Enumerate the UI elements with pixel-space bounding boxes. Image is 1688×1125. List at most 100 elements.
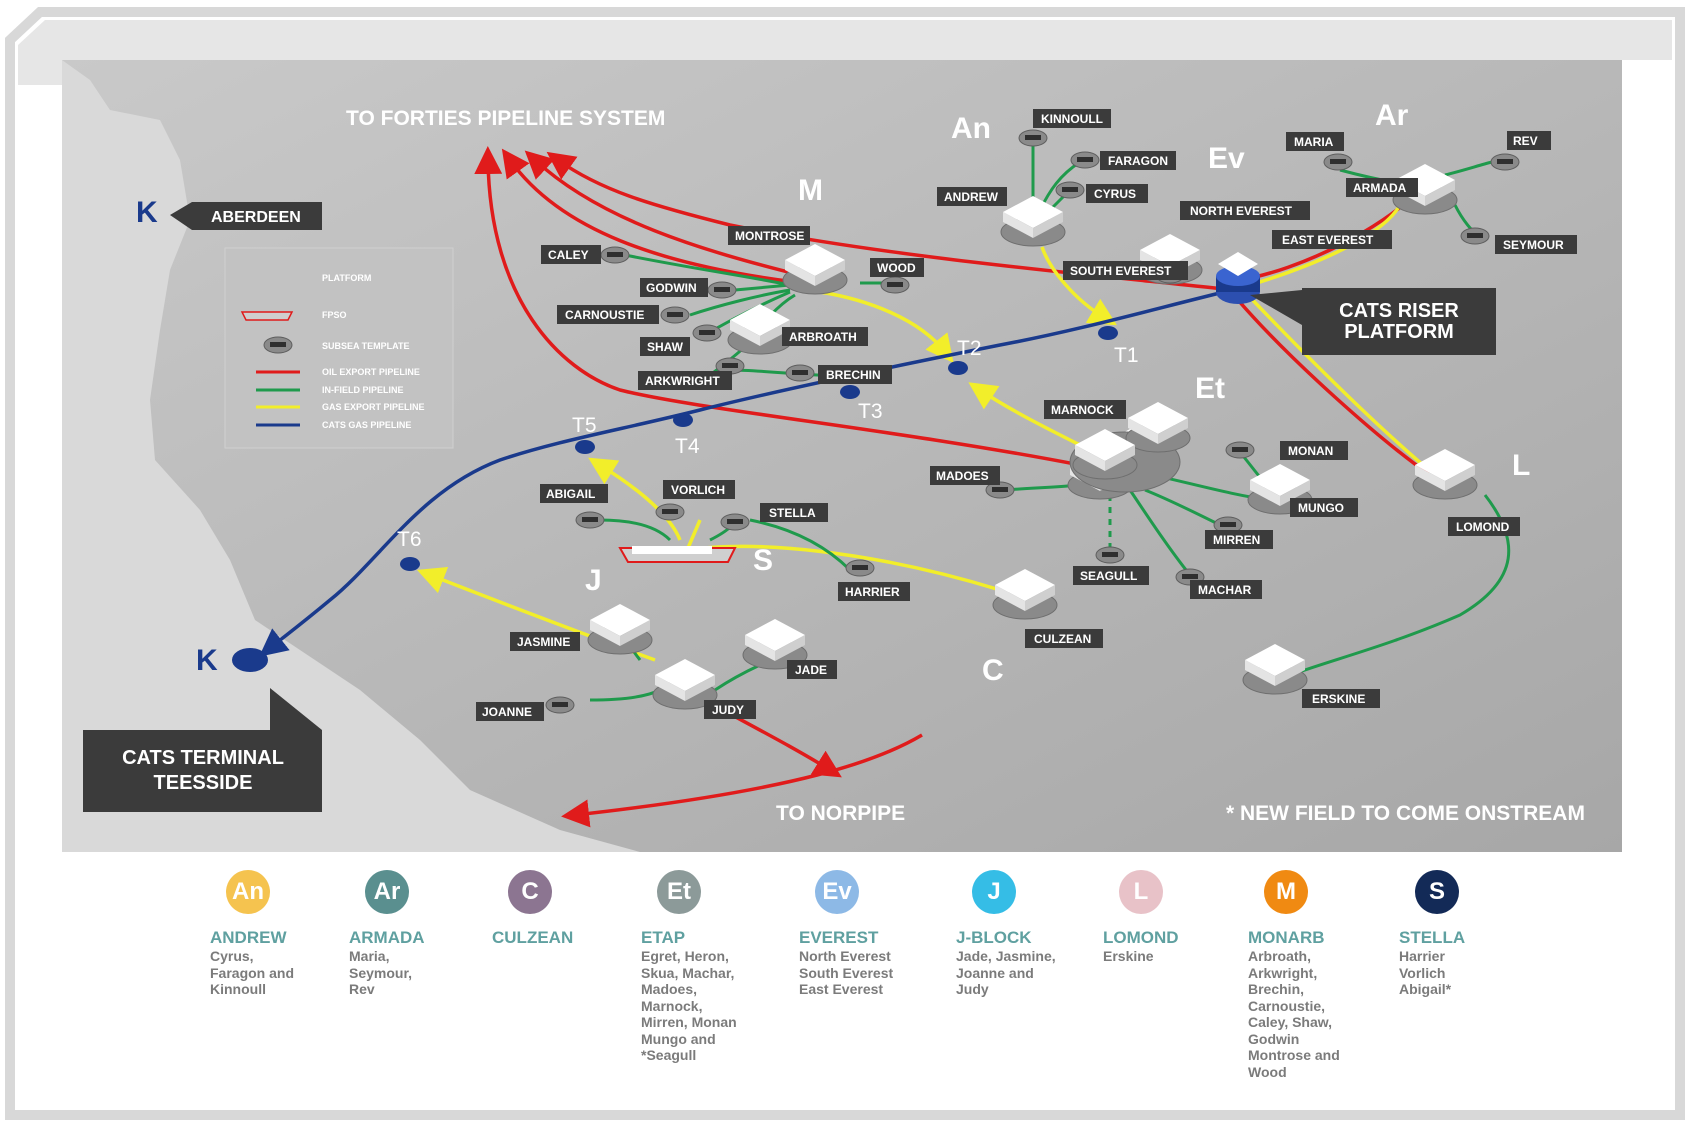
key-badge-c: C xyxy=(508,870,552,914)
label-marnock: MARNOCK xyxy=(1051,403,1114,417)
label-kinnoull: KINNOULL xyxy=(1041,112,1103,126)
label-south-everest: SOUTH EVEREST xyxy=(1070,264,1172,278)
legend-subsea: SUBSEA TEMPLATE xyxy=(322,341,410,351)
tee-t4-label: T4 xyxy=(675,435,700,458)
key-name-andrew: ANDREW xyxy=(210,928,287,947)
label-shaw: SHAW xyxy=(647,340,684,354)
key-name-monarb: MONARB xyxy=(1248,928,1325,947)
legend-fpso: FPSO xyxy=(322,310,347,320)
tee-t5-label: T5 xyxy=(572,414,597,437)
tee-t6-label: T6 xyxy=(397,528,422,551)
label-machar: MACHAR xyxy=(1198,583,1252,597)
key-desc-andrew: Cyrus, Faragon and Kinnoull xyxy=(210,948,295,997)
key-item-jblock: J J-BLOCK Jade, Jasmine, Joanne and Judy xyxy=(956,870,1116,998)
label-east-everest: EAST EVEREST xyxy=(1282,233,1374,247)
cats-terminal-callout: CATS TERMINAL TEESSIDE xyxy=(83,688,322,812)
label-godwin: GODWIN xyxy=(646,281,697,295)
legend-infield: IN-FIELD PIPELINE xyxy=(322,385,404,395)
label-arkwright: ARKWRIGHT xyxy=(645,374,720,388)
label-faragon: FARAGON xyxy=(1108,154,1168,168)
key-name-etap: ETAP xyxy=(641,928,686,947)
aberdeen-label: ABERDEEN xyxy=(211,209,301,226)
key-badge-j: J xyxy=(972,870,1016,914)
key-badge-s: S xyxy=(1415,870,1459,914)
label-wood: WOOD xyxy=(877,261,916,275)
cats-riser-callout: CATS RISER PLATFORM xyxy=(1250,288,1496,355)
label-brechin: BRECHIN xyxy=(826,368,881,382)
key-desc-monarb: Arbroath, Arkwright, Brechin, Carnoustie… xyxy=(1248,948,1340,1080)
label-lomond: LOMOND xyxy=(1456,520,1510,534)
key-desc-etap: Egret, Heron, Skua, Machar, Madoes, Marn… xyxy=(641,948,737,1063)
key-badge-ev: Ev xyxy=(815,870,859,914)
legend-cats-gas: CATS GAS PIPELINE xyxy=(322,420,411,430)
key-badge-l: L xyxy=(1119,870,1163,914)
zone-label-ev: Ev xyxy=(1208,142,1245,175)
key-item-andrew: An ANDREW Cyrus, Faragon and Kinnoull xyxy=(210,870,370,998)
key-item-culzean: C CULZEAN xyxy=(492,870,652,948)
kinder-logo-teesside: K xyxy=(196,644,218,677)
key-badge-et: Et xyxy=(657,870,701,914)
cats-terminal-line-1: CATS TERMINAL xyxy=(122,747,284,769)
map-legend: PLATFORM FPSO SUBSEA TEMPLATE OIL EXPORT… xyxy=(224,247,454,449)
svg-text:K: K xyxy=(136,196,158,229)
label-joanne: JOANNE xyxy=(482,705,532,719)
key-name-jblock: J-BLOCK xyxy=(956,928,1032,947)
label-seymour: SEYMOUR xyxy=(1503,238,1564,252)
label-mungo: MUNGO xyxy=(1298,501,1344,515)
field-labels: KINNOULL FARAGON CYRUS ANDREW NORTH EVER… xyxy=(476,109,1577,721)
kinder-logo-aberdeen: K xyxy=(136,196,158,229)
key-item-armada: Ar ARMADA Maria, Seymour, Rev xyxy=(349,870,509,998)
label-caley: CALEY xyxy=(548,248,589,262)
land-uk-coast xyxy=(62,60,640,852)
key-badge-m: M xyxy=(1264,870,1308,914)
key-desc-jblock: Jade, Jasmine, Joanne and Judy xyxy=(956,948,1056,997)
label-monan: MONAN xyxy=(1288,444,1333,458)
cats-riser-line-2: PLATFORM xyxy=(1344,321,1454,343)
key-badge-ar: Ar xyxy=(365,870,409,914)
legend-subsea-icon xyxy=(263,336,293,354)
cats-riser-platform-icon xyxy=(1216,252,1260,304)
label-andrew: ANDREW xyxy=(944,190,999,204)
label-jade: JADE xyxy=(795,663,827,677)
aberdeen-callout: ABERDEEN xyxy=(170,202,322,230)
zone-label-et: Et xyxy=(1195,372,1225,405)
key-name-culzean: CULZEAN xyxy=(492,928,574,947)
legend-gas-export: GAS EXPORT PIPELINE xyxy=(322,402,425,412)
key-name-stella: STELLA xyxy=(1399,928,1466,947)
label-erskine: ERSKINE xyxy=(1312,692,1365,706)
tee-nodes xyxy=(232,326,1118,672)
svg-text:K: K xyxy=(196,644,218,677)
key-desc-armada: Maria, Seymour, Rev xyxy=(349,948,413,997)
label-madoes: MADOES xyxy=(936,469,989,483)
label-harrier: HARRIER xyxy=(845,585,900,599)
key-name-everest: EVEREST xyxy=(799,928,879,947)
cats-terminal-line-2: TEESSIDE xyxy=(154,772,253,794)
tee-t3-label: T3 xyxy=(858,400,883,423)
zone-label-s: S xyxy=(753,544,773,577)
cats-riser-line-1: CATS RISER xyxy=(1339,300,1459,322)
label-maria: MARIA xyxy=(1294,135,1334,149)
frame-corner xyxy=(18,20,1672,85)
key-name-armada: ARMADA xyxy=(349,928,425,947)
zone-label-c: C xyxy=(982,654,1004,687)
zone-label-j: J xyxy=(585,564,602,597)
new-field-note: * NEW FIELD TO COME ONSTREAM xyxy=(1226,802,1585,825)
legend-oil: OIL EXPORT PIPELINE xyxy=(322,367,420,377)
field-key: An ANDREW Cyrus, Faragon and Kinnoull Ar… xyxy=(195,870,1525,1090)
key-desc-stella: Harrier Vorlich Abigail* xyxy=(1399,948,1452,997)
heading-forties: TO FORTIES PIPELINE SYSTEM xyxy=(346,107,665,130)
key-item-etap: Et ETAP Egret, Heron, Skua, Machar, Mado… xyxy=(641,870,801,1064)
key-item-lomond: L LOMOND Erskine xyxy=(1103,870,1263,965)
label-seagull: SEAGULL xyxy=(1080,569,1137,583)
key-badge-an: An xyxy=(226,870,270,914)
label-vorlich: VORLICH xyxy=(671,483,725,497)
key-desc-lomond: Erskine xyxy=(1103,948,1154,964)
stella-fpso xyxy=(618,546,737,563)
legend-fpso-icon xyxy=(240,311,294,321)
label-abigail: ABIGAIL xyxy=(546,487,595,501)
heading-norpipe: TO NORPIPE xyxy=(776,802,905,825)
zone-label-m: M xyxy=(798,174,823,207)
cats-gas-pipeline xyxy=(259,288,1233,657)
zone-label-ar: Ar xyxy=(1375,99,1409,132)
